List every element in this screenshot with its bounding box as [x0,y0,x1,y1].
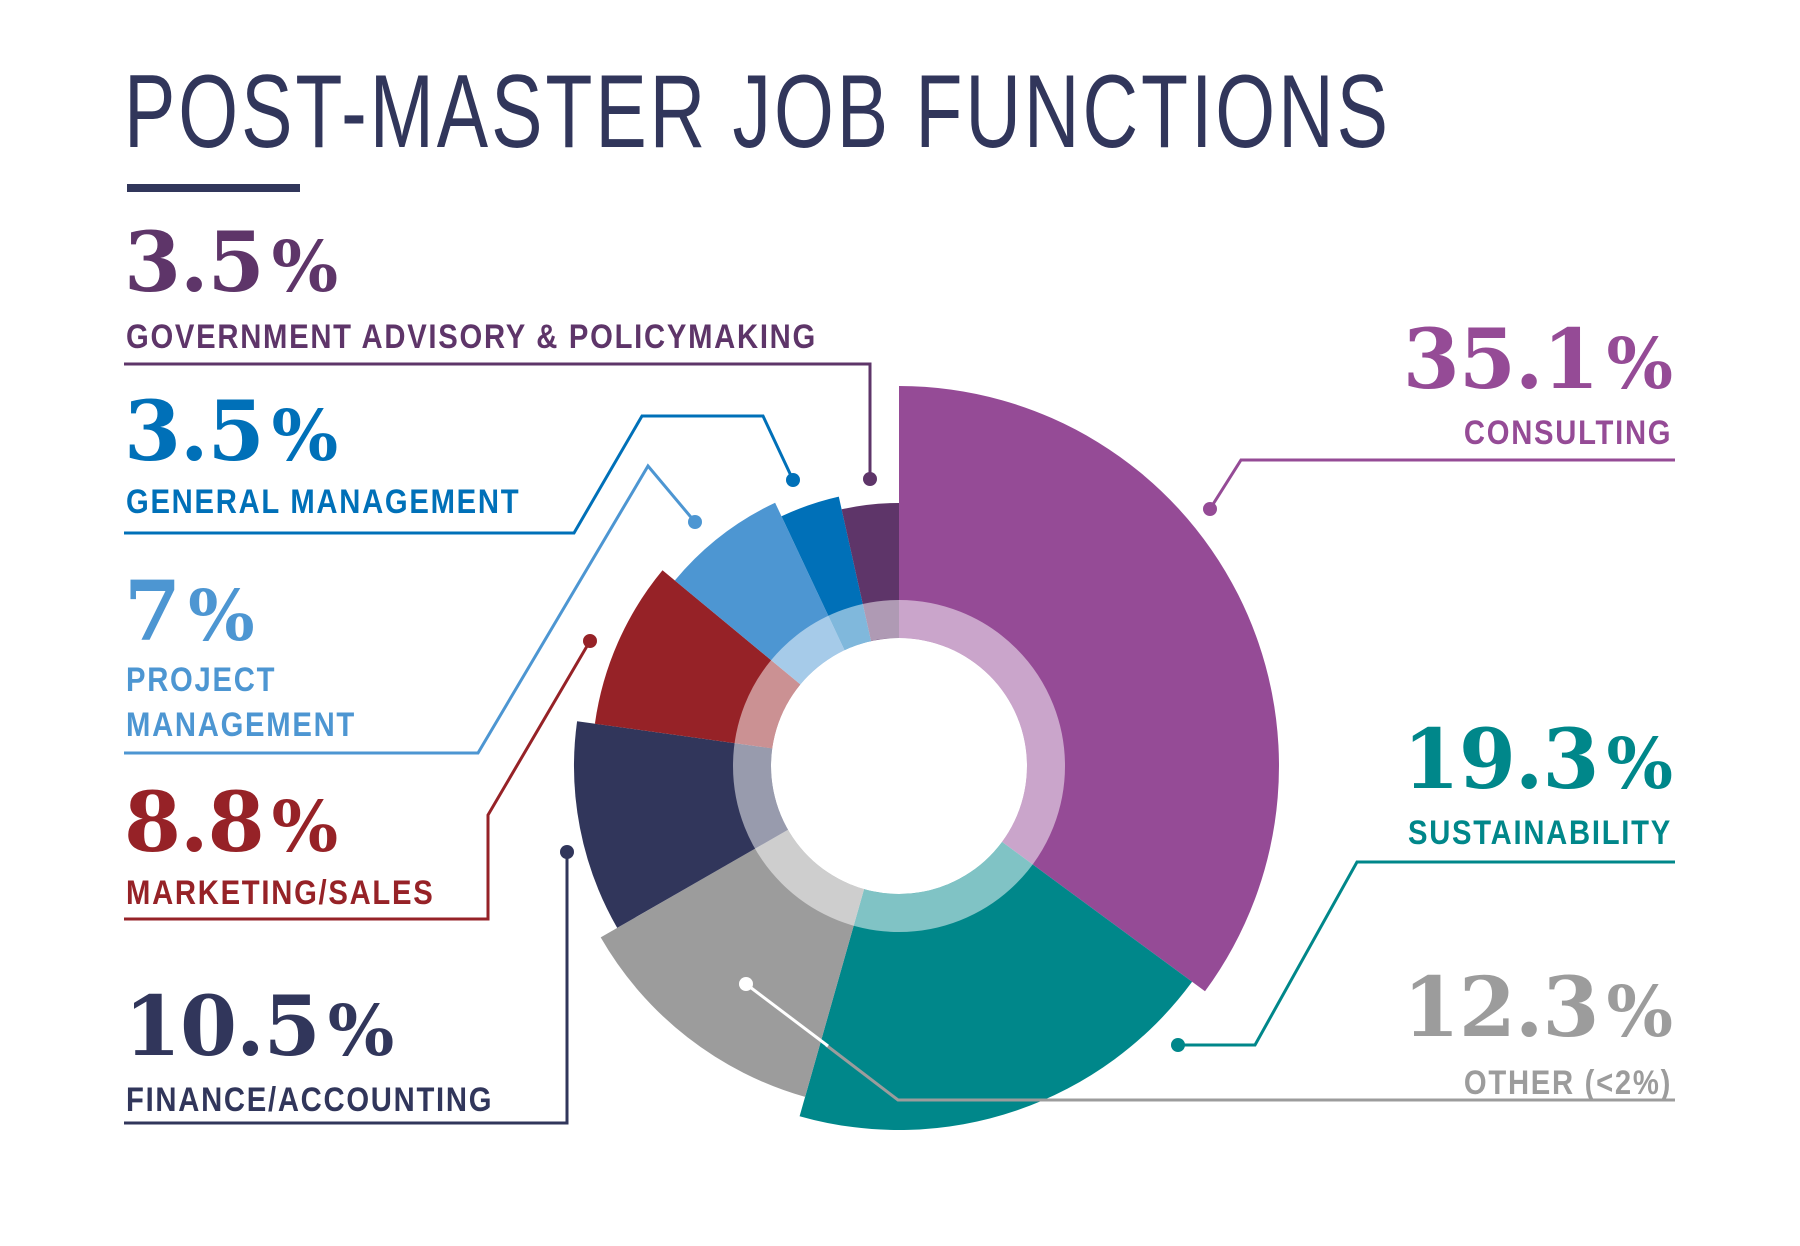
other-label: OTHER (<2%) [1463,1064,1672,1102]
leader-dot-project-management [688,515,702,529]
leader-line-government [124,362,872,479]
other-percent: 12.3% [1403,967,1673,1049]
project-management-value: 7 [124,564,181,660]
general-management-percent: 3.5% [124,391,338,473]
leader-line-other-inner [745,982,829,1048]
marketing-label: MARKETING/SALES [126,874,435,912]
leader-line-consulting [1208,458,1675,510]
leader-dot-general-management [786,473,800,487]
leader-line-marketing [124,640,592,921]
percent-sign: % [271,394,339,477]
leader-dot-finance [560,845,574,859]
other-value: 12.3 [1402,960,1600,1056]
government-label: GOVERNMENT ADVISORY & POLICYMAKING [126,318,817,356]
percent-sign: % [188,574,255,657]
leader-dot-other [739,977,753,991]
general-management-label: GENERAL MANAGEMENT [126,483,521,521]
donut-hole [771,638,1027,894]
consulting-percent: 35.1% [1403,319,1673,401]
slice-consulting [899,386,1279,992]
government-percent: 3.5% [124,222,338,304]
finance-label: FINANCE/ACCOUNTING [126,1081,494,1119]
title-underline [127,184,300,192]
marketing-value: 8.8 [124,775,265,871]
sustainability-label: SUSTAINABILITY [1408,814,1672,852]
project-management-label-line2: MANAGEMENT [126,706,356,744]
leader-line-project-management [124,463,697,755]
leader-line-other-outer [825,1043,1675,1102]
leader-dot-marketing [583,634,597,648]
percent-sign: % [271,225,339,308]
consulting-value: 35.1 [1402,312,1600,408]
leader-dot-government [863,472,877,486]
sustainability-percent: 19.3% [1403,719,1673,801]
leader-dot-consulting [1203,502,1217,516]
consulting-label: CONSULTING [1463,414,1672,452]
percent-sign: % [1606,322,1673,405]
percent-sign: % [1606,722,1673,805]
general-management-value: 3.5 [124,384,265,480]
government-value: 3.5 [124,215,265,311]
percent-sign: % [1606,970,1673,1053]
leader-line-general-management [124,414,795,535]
project-management-label-line1: PROJECT [126,661,277,699]
leader-line-sustainability [1178,860,1675,1047]
inner-ring-overlay [733,600,1065,932]
marketing-percent: 8.8% [124,782,338,864]
project-management-percent: 7% [124,571,255,653]
leader-dot-sustainability [1171,1038,1185,1052]
percent-sign: % [271,785,339,868]
page-title: POST-MASTER JOB FUNCTIONS [124,54,1391,170]
leader-line-finance [124,852,569,1125]
percent-sign: % [327,989,395,1072]
sustainability-value: 19.3 [1402,712,1600,808]
finance-percent: 10.5% [124,986,394,1068]
finance-value: 10.5 [124,979,321,1075]
